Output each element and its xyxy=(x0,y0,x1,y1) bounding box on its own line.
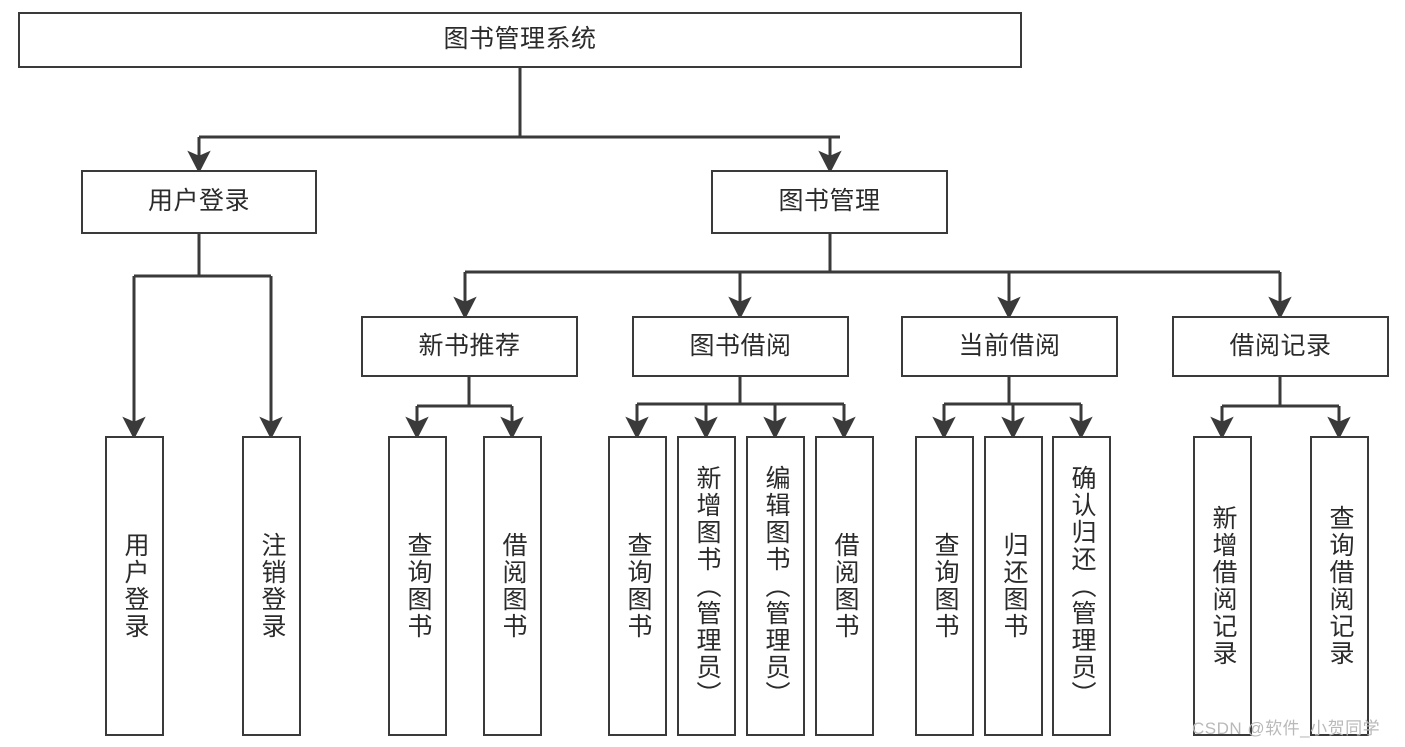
node-borrow-record-label: 借阅记录 xyxy=(1229,331,1332,360)
node-book-borrow[interactable]: 图书借阅 xyxy=(632,316,849,377)
node-root[interactable]: 图书管理系统 xyxy=(18,12,1022,68)
node-leaf-return-book-label: 归还图书 xyxy=(1000,532,1028,640)
node-leaf-borrow-book-2-label: 借阅图书 xyxy=(831,532,859,640)
node-leaf-query-book-1-label: 查询图书 xyxy=(404,532,432,640)
node-leaf-confirm-return-admin-label: 确认归还（管理员） xyxy=(1068,464,1096,708)
node-leaf-add-book-admin-label: 新增图书（管理员） xyxy=(693,464,721,708)
node-leaf-query-book-3-label: 查询图书 xyxy=(931,532,959,640)
node-leaf-add-borrow-record[interactable]: 新增借阅记录 xyxy=(1193,436,1252,736)
node-book-management[interactable]: 图书管理 xyxy=(711,170,948,234)
node-leaf-query-borrow-record[interactable]: 查询借阅记录 xyxy=(1310,436,1369,736)
node-leaf-user-login-label: 用户登录 xyxy=(121,532,149,640)
node-leaf-query-borrow-record-label: 查询借阅记录 xyxy=(1326,505,1354,667)
node-leaf-logout-login-label: 注销登录 xyxy=(258,532,286,640)
node-leaf-user-login[interactable]: 用户登录 xyxy=(105,436,164,736)
node-new-book-recommend-label: 新书推荐 xyxy=(418,331,521,360)
node-book-borrow-label: 图书借阅 xyxy=(689,331,792,360)
node-leaf-query-book-3[interactable]: 查询图书 xyxy=(915,436,974,736)
node-user-login[interactable]: 用户登录 xyxy=(81,170,317,234)
node-leaf-add-book-admin[interactable]: 新增图书（管理员） xyxy=(677,436,736,736)
node-leaf-confirm-return-admin[interactable]: 确认归还（管理员） xyxy=(1052,436,1111,736)
node-leaf-edit-book-admin-label: 编辑图书（管理员） xyxy=(762,464,790,708)
node-leaf-query-book-2-label: 查询图书 xyxy=(624,532,652,640)
node-current-borrow[interactable]: 当前借阅 xyxy=(901,316,1118,377)
node-leaf-borrow-book-2[interactable]: 借阅图书 xyxy=(815,436,874,736)
node-leaf-query-book-2[interactable]: 查询图书 xyxy=(608,436,667,736)
node-leaf-query-book-1[interactable]: 查询图书 xyxy=(388,436,447,736)
node-leaf-add-borrow-record-label: 新增借阅记录 xyxy=(1209,505,1237,667)
csdn-watermark: CSDN @软件_小贺同学 xyxy=(1192,719,1381,738)
node-new-book-recommend[interactable]: 新书推荐 xyxy=(361,316,578,377)
node-borrow-record[interactable]: 借阅记录 xyxy=(1172,316,1389,377)
node-leaf-borrow-book-1[interactable]: 借阅图书 xyxy=(483,436,542,736)
node-current-borrow-label: 当前借阅 xyxy=(958,331,1061,360)
node-leaf-return-book[interactable]: 归还图书 xyxy=(984,436,1043,736)
node-root-label: 图书管理系统 xyxy=(443,25,597,54)
node-leaf-logout-login[interactable]: 注销登录 xyxy=(242,436,301,736)
node-book-management-label: 图书管理 xyxy=(778,187,881,216)
node-leaf-borrow-book-1-label: 借阅图书 xyxy=(499,532,527,640)
node-leaf-edit-book-admin[interactable]: 编辑图书（管理员） xyxy=(746,436,805,736)
node-user-login-label: 用户登录 xyxy=(147,187,250,216)
